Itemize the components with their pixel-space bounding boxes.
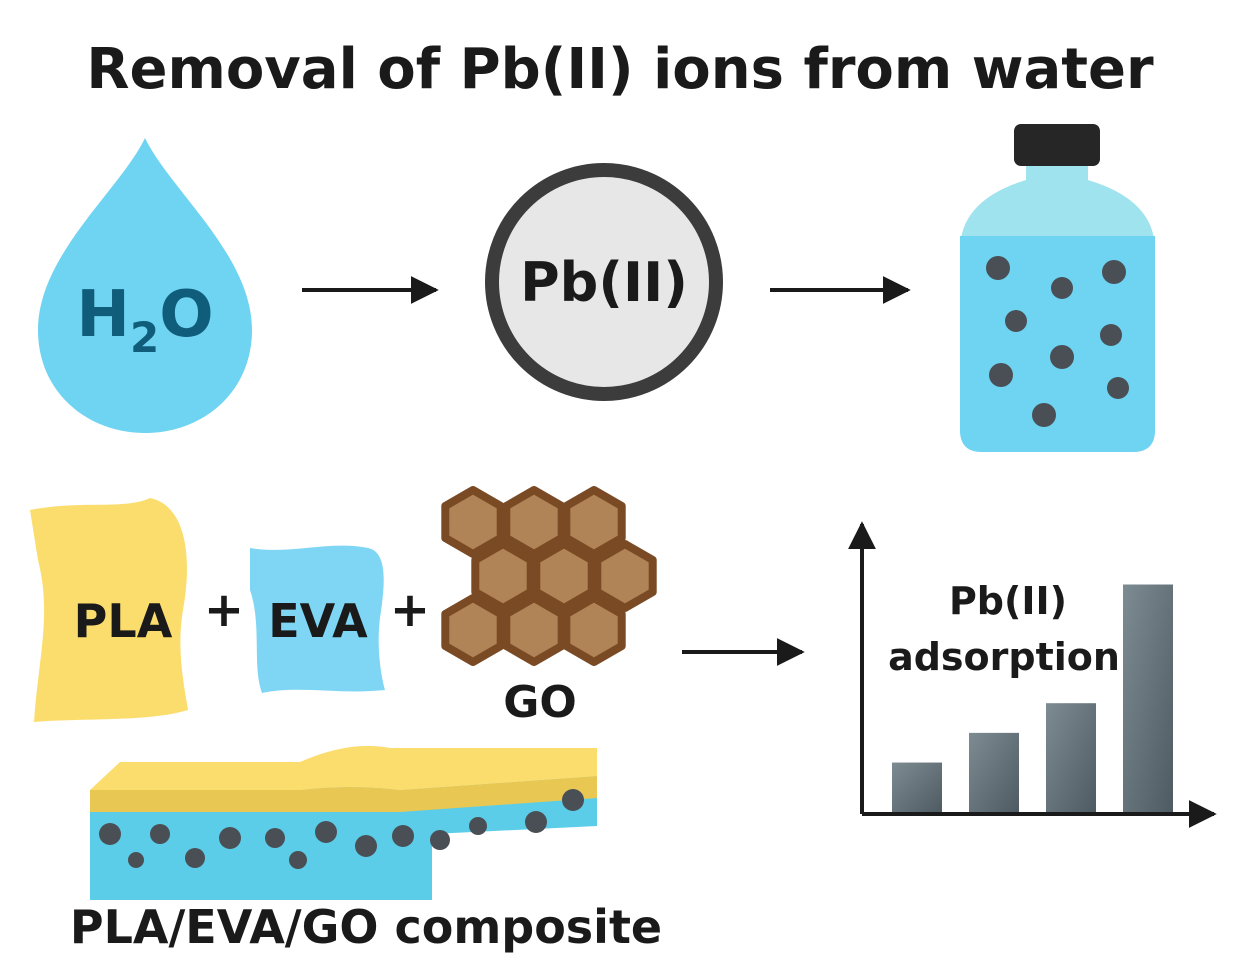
composite-ion-particles bbox=[99, 789, 584, 869]
chart-bar bbox=[1123, 584, 1173, 812]
go-hexagon-cell bbox=[471, 540, 535, 612]
chart-bar bbox=[892, 762, 942, 812]
go-hexagon-cell bbox=[532, 540, 596, 612]
pb-ion-circle: Pb(II) bbox=[485, 163, 723, 401]
bottle-cap bbox=[1014, 124, 1100, 166]
go-hexagon-cell bbox=[441, 486, 505, 558]
eva-material: EVA bbox=[250, 545, 385, 693]
bottle-ion-particles bbox=[986, 256, 1129, 427]
go-hexagon-cell bbox=[441, 594, 505, 666]
plus-sign: + bbox=[204, 582, 244, 638]
plus-sign: + bbox=[390, 582, 430, 638]
chart-bar bbox=[969, 732, 1019, 812]
chart-label-line1: Pb(II) bbox=[949, 579, 1067, 623]
pb-ion-label: Pb(II) bbox=[520, 251, 688, 314]
eva-label: EVA bbox=[268, 594, 368, 648]
pla-material: PLA bbox=[30, 498, 188, 722]
go-hexagon-cell bbox=[502, 486, 566, 558]
page-title: Removal of Pb(II) ions from water bbox=[86, 37, 1154, 102]
go-hexagon-cell bbox=[562, 594, 626, 666]
composite-caption: PLA/EVA/GO composite bbox=[70, 900, 662, 954]
pla-label: PLA bbox=[74, 594, 173, 648]
go-hexagon-lattice-icon bbox=[441, 486, 657, 666]
go-hexagon-cell bbox=[593, 540, 657, 612]
go-hexagon-cell bbox=[502, 594, 566, 666]
chart-bar bbox=[1046, 703, 1096, 812]
composite-slab-icon bbox=[90, 745, 597, 900]
water-formula: H2O bbox=[76, 278, 213, 362]
bottle-icon bbox=[960, 124, 1155, 452]
water-drop-icon: H2O bbox=[38, 138, 252, 433]
go-hexagon-cell bbox=[562, 486, 626, 558]
chart-label-line2: adsorption bbox=[888, 635, 1120, 679]
go-label: GO bbox=[503, 677, 577, 728]
adsorption-bar-chart: Pb(II) adsorption bbox=[848, 521, 1217, 828]
